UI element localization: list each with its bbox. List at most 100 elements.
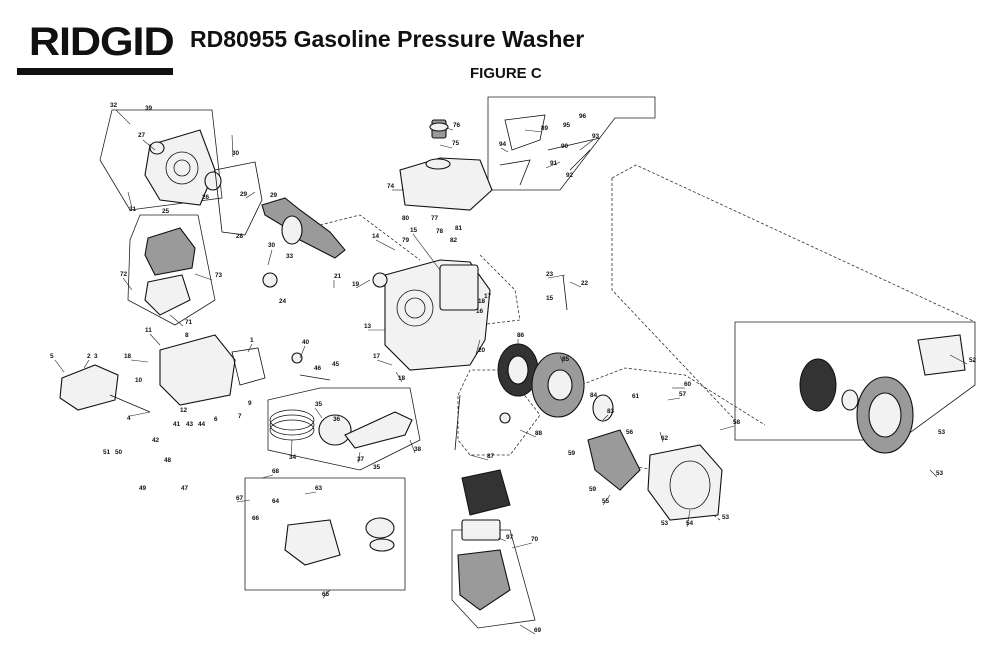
callout-49: 49 [139, 485, 147, 492]
callout-43: 43 [186, 421, 194, 428]
leader-line [667, 397, 681, 401]
callout-35: 35 [315, 401, 323, 408]
callout-54: 54 [686, 520, 694, 527]
leader-line [659, 431, 664, 443]
callout-63: 63 [315, 485, 323, 492]
callout-73: 73 [215, 272, 223, 279]
callout-13: 13 [364, 323, 372, 330]
callout-66: 66 [252, 515, 260, 522]
callout-33: 33 [286, 253, 294, 260]
callout-35: 35 [373, 464, 381, 471]
callout-6: 6 [214, 416, 218, 423]
callout-88: 88 [535, 430, 543, 437]
leader-line [355, 279, 371, 289]
callout-56: 56 [626, 429, 634, 436]
callout-40: 40 [302, 339, 310, 346]
leader-line [579, 139, 594, 151]
leader-line [314, 407, 323, 419]
callout-87: 87 [487, 453, 495, 460]
callout-67: 67 [236, 495, 244, 502]
callout-82: 82 [450, 237, 458, 244]
callout-23: 23 [546, 271, 554, 278]
leader-line [519, 429, 537, 438]
callout-17: 17 [373, 353, 381, 360]
callout-91: 91 [550, 160, 558, 167]
ridgid-logo: RIDGID [17, 20, 175, 75]
callout-59: 59 [589, 486, 597, 493]
leader-line [519, 624, 536, 635]
callout-96: 96 [579, 113, 587, 120]
callout-83: 83 [607, 408, 615, 415]
parts-art [59, 114, 966, 611]
callout-5: 5 [50, 353, 54, 360]
callout-62: 62 [661, 435, 669, 442]
callout-61: 61 [632, 393, 640, 400]
leader-line [497, 537, 507, 542]
callout-97: 97 [506, 534, 514, 541]
leader-line [376, 359, 393, 366]
callout-24: 24 [279, 298, 287, 305]
callout-18: 18 [124, 353, 132, 360]
leader-line [322, 589, 331, 599]
leader-line [169, 314, 184, 327]
callout-1: 1 [250, 337, 254, 344]
leader-line [290, 439, 293, 458]
callout-22: 22 [581, 280, 589, 287]
leader-line [686, 509, 691, 528]
callout-80: 80 [402, 215, 410, 222]
leader-line [602, 494, 611, 506]
callout-8: 8 [185, 332, 189, 339]
leader-line [719, 425, 735, 431]
callout-11: 11 [145, 327, 152, 334]
callout-95: 95 [563, 122, 571, 129]
callout-29: 29 [270, 192, 278, 199]
leader-line [299, 345, 306, 359]
callout-15: 15 [546, 295, 554, 302]
callout-14: 14 [372, 233, 380, 240]
callout-26: 26 [202, 194, 210, 201]
logo-underline [17, 68, 173, 75]
leader-line [115, 109, 131, 125]
leader-line [194, 273, 213, 281]
figure-label: FIGURE C [470, 65, 542, 82]
leader-line [231, 134, 234, 158]
leader-line [127, 191, 133, 209]
callout-21: 21 [334, 273, 342, 280]
callout-12: 12 [180, 407, 188, 414]
leader-line [375, 239, 396, 251]
leader-line [304, 491, 317, 495]
leader-line [500, 147, 509, 153]
leader-line [949, 354, 968, 365]
leader-line [130, 359, 149, 363]
callout-10: 10 [135, 377, 143, 384]
callout-58: 58 [733, 419, 741, 426]
callout-72: 72 [120, 271, 128, 278]
callout-2: 2 [87, 353, 91, 360]
callout-64: 64 [272, 498, 280, 505]
leader-line [569, 281, 582, 288]
callout-76: 76 [453, 122, 461, 129]
callout-25: 25 [162, 208, 170, 215]
callout-48: 48 [164, 457, 172, 464]
callout-65: 65 [322, 591, 330, 598]
callout-53: 53 [936, 470, 944, 477]
callout-32: 32 [110, 102, 118, 109]
callout-18: 18 [478, 298, 486, 305]
leader-line [602, 414, 609, 421]
callout-53: 53 [938, 429, 946, 436]
callout-31: 31 [129, 206, 137, 213]
callout-68: 68 [272, 468, 280, 475]
callout-16: 16 [476, 308, 484, 315]
callout-92: 92 [566, 172, 574, 179]
callout-4: 4 [127, 415, 131, 422]
callout-44: 44 [198, 421, 206, 428]
callout-51: 51 [103, 449, 111, 456]
callout-60: 60 [684, 381, 692, 388]
page-title: RD80955 Gasoline Pressure Washer [190, 26, 585, 52]
callout-42: 42 [152, 437, 160, 444]
leader-line [129, 411, 151, 417]
callout-30: 30 [232, 150, 240, 157]
callout-39: 39 [145, 105, 153, 112]
